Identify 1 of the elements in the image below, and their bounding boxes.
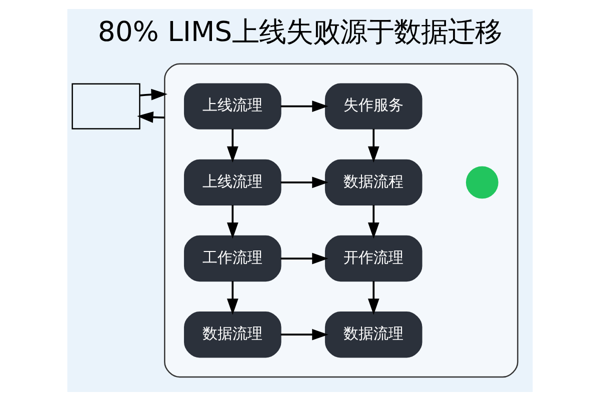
diagram-title: 80% LIMS上线失败源于数据迁移 xyxy=(98,16,502,48)
